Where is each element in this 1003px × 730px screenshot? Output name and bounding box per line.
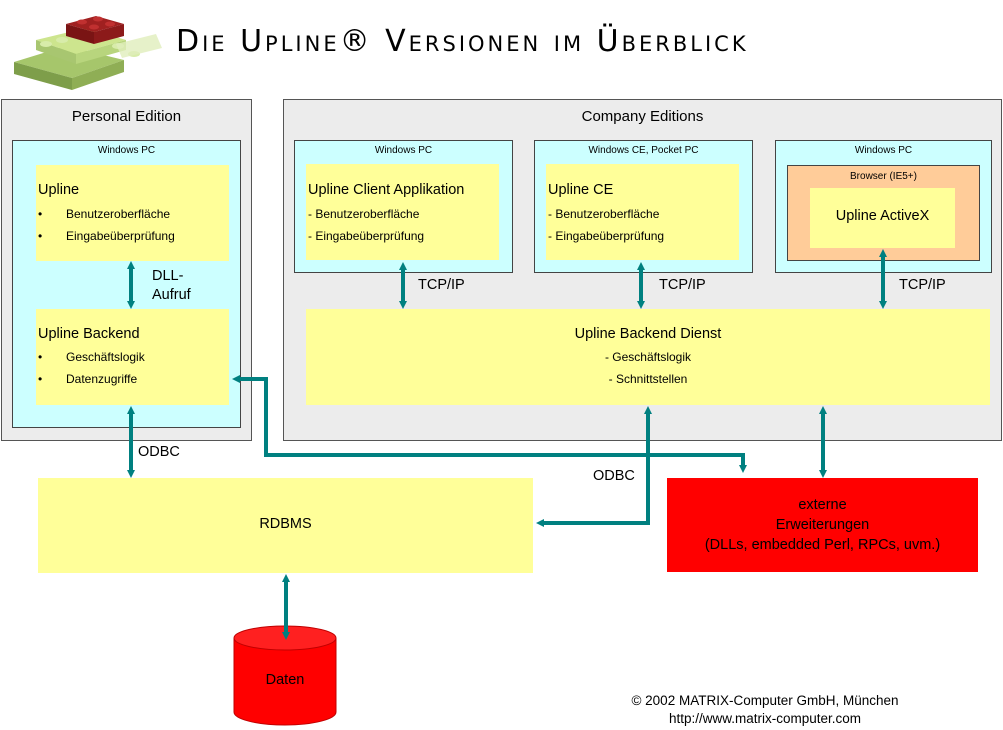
upline-ce-item: - Eingabeüberprüfung bbox=[548, 229, 665, 243]
rdbms-box: RDBMS bbox=[38, 478, 533, 573]
personal-upline-heading: Upline bbox=[38, 182, 80, 198]
bullet-dot: • bbox=[38, 350, 43, 364]
client-app-item: - Benutzeroberfläche bbox=[308, 207, 420, 221]
bullet-dot: • bbox=[38, 372, 43, 386]
daten-label: Daten bbox=[265, 672, 305, 688]
logo-lego-bricks-icon bbox=[14, 16, 162, 90]
upline-activex-box: Upline ActiveX bbox=[810, 188, 955, 248]
personal-backend-box: Upline Backend • Geschäftslogik • Datenz… bbox=[36, 309, 229, 405]
rdbms-label: RDBMS bbox=[259, 516, 312, 532]
tcpip-label: TCP/IP bbox=[659, 277, 706, 293]
personal-upline-item: Eingabeüberprüfung bbox=[66, 229, 175, 243]
arrow-backend-extern bbox=[232, 375, 747, 473]
backend-dienst-item: - Geschäftslogik bbox=[604, 350, 692, 364]
upline-ce-heading: Upline CE bbox=[548, 182, 614, 198]
backend-dienst-heading: Upline Backend Dienst bbox=[574, 326, 722, 342]
personal-backend-heading: Upline Backend bbox=[38, 326, 140, 342]
upline-ce-item: - Benutzeroberfläche bbox=[548, 207, 660, 221]
arrow-dienst-rdbms bbox=[536, 406, 652, 527]
personal-edition-title: Personal Edition bbox=[71, 108, 182, 125]
odbc-label-left: ODBC bbox=[138, 444, 180, 460]
company-editions-title: Company Editions bbox=[581, 108, 704, 125]
personal-backend-item: Datenzugriffe bbox=[66, 372, 138, 386]
tcpip-label: TCP/IP bbox=[418, 277, 465, 293]
client-host-label: Windows PC bbox=[374, 145, 433, 156]
ce-host-label: Windows CE, Pocket PC bbox=[588, 145, 699, 156]
personal-upline-box: Upline • Benutzeroberfläche • Eingabeübe… bbox=[36, 165, 229, 261]
website-url[interactable]: http://www.matrix-computer.com bbox=[668, 711, 862, 726]
personal-host-label: Windows PC bbox=[97, 145, 156, 156]
extensions-line: Erweiterungen bbox=[775, 517, 870, 533]
browser-label: Browser (IE5+) bbox=[850, 171, 917, 182]
upline-ce-box: Upline CE - Benutzeroberfläche - Eingabe… bbox=[546, 164, 739, 260]
client-app-heading: Upline Client Applikation bbox=[308, 182, 465, 198]
personal-upline-item: Benutzeroberfläche bbox=[66, 207, 171, 221]
activex-host-label: Windows PC bbox=[854, 145, 913, 156]
client-app-box: Upline Client Applikation - Benutzerober… bbox=[306, 164, 499, 260]
bullet-dot: • bbox=[38, 207, 43, 221]
extensions-line: (DLLs, embedded Perl, RPCs, uvm.) bbox=[704, 537, 941, 553]
copyright-text: © 2002 MATRIX-Computer GmbH, München bbox=[631, 693, 899, 708]
dll-label: Aufruf bbox=[152, 287, 191, 303]
bullet-dot: • bbox=[38, 229, 43, 243]
extensions-line: externe bbox=[798, 497, 847, 513]
dll-label: DLL- bbox=[152, 268, 184, 284]
extensions-box: externe Erweiterungen (DLLs, embedded Pe… bbox=[667, 478, 978, 572]
page-title: Die Upline® Versionen im Überblick bbox=[176, 24, 749, 59]
client-app-item: - Eingabeüberprüfung bbox=[308, 229, 425, 243]
upline-activex-heading: Upline ActiveX bbox=[835, 208, 930, 224]
personal-backend-item: Geschäftslogik bbox=[66, 350, 145, 364]
tcpip-label: TCP/IP bbox=[899, 277, 946, 293]
